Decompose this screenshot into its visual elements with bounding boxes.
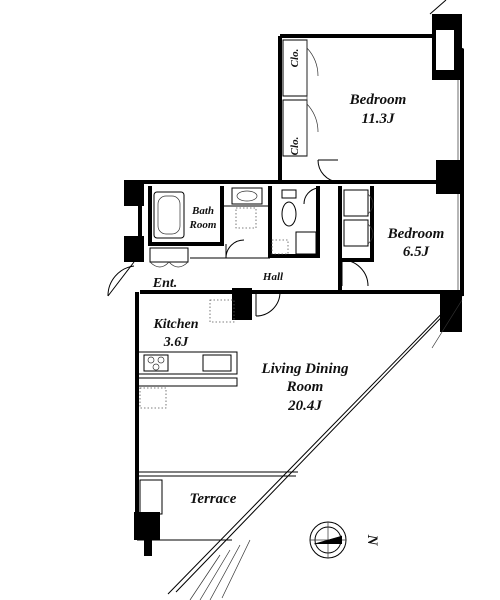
closet-upper-label: Clo. [289, 49, 301, 68]
bedroom-large-name: Bedroom [349, 92, 407, 108]
bedroom-small-name: Bedroom [387, 226, 445, 242]
terrace-label: Terrace [190, 491, 237, 507]
hall-label: Hall [262, 271, 284, 283]
bedroom-large-size: 11.3J [362, 111, 395, 127]
diagonal-facade [167, 295, 463, 600]
compass-icon [309, 521, 347, 559]
compass-north-label: N [364, 534, 380, 547]
wash-basin [231, 187, 263, 205]
interior-walls [148, 186, 374, 292]
bath-label-line2: Room [189, 219, 217, 231]
entrance-closet [149, 247, 189, 268]
bedroom-small-size: 6.5J [403, 244, 430, 260]
living-name-line1: Living Dining [260, 361, 349, 377]
entrance-label: Ent. [152, 276, 178, 291]
living-size: 20.4J [287, 398, 322, 414]
kitchen-size: 3.6J [163, 335, 190, 350]
outer-walls [135, 34, 464, 541]
toilet [281, 189, 297, 227]
bath-label-line1: Bath [191, 205, 214, 217]
bathtub [153, 191, 185, 239]
kitchen-counter [136, 351, 238, 409]
kitchen-name: Kitchen [152, 317, 198, 332]
living-name-line2: Room [286, 379, 324, 395]
closet-lower-label: Clo. [289, 137, 301, 156]
doors [107, 159, 369, 317]
closet-strips [282, 39, 319, 157]
bedroom-closets [343, 189, 374, 247]
terrace-window [137, 471, 298, 515]
